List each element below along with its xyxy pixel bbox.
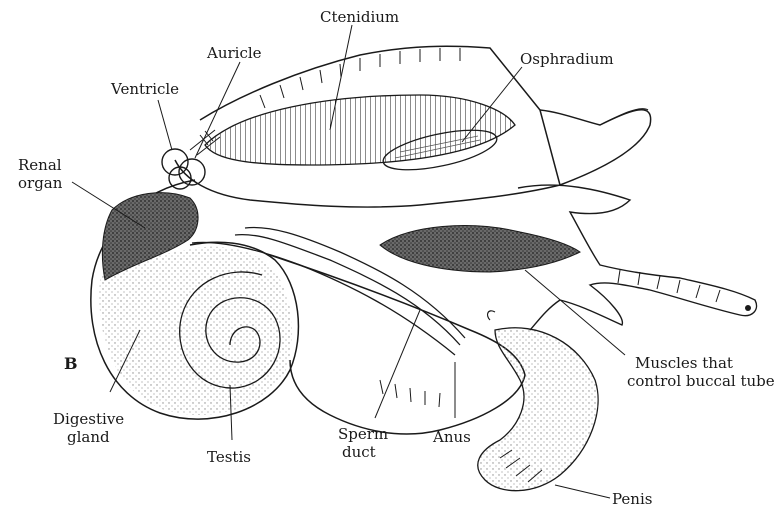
tentacle [600, 109, 648, 125]
label-auricle: Auricle [207, 44, 262, 62]
buccal-tip-dot [745, 305, 751, 311]
label-testis: Testis [207, 448, 251, 466]
label-osphradium: Osphradium [520, 50, 614, 68]
digestive-gland [99, 247, 292, 415]
penis [478, 328, 598, 491]
label-anus: Anus [433, 428, 471, 446]
label-penis: Penis [612, 490, 652, 508]
panel-letter: B [64, 354, 78, 373]
label-ctenidium: Ctenidium [320, 8, 399, 26]
buccal-muscles [380, 226, 580, 272]
label-ventricle: Ventricle [111, 80, 179, 98]
